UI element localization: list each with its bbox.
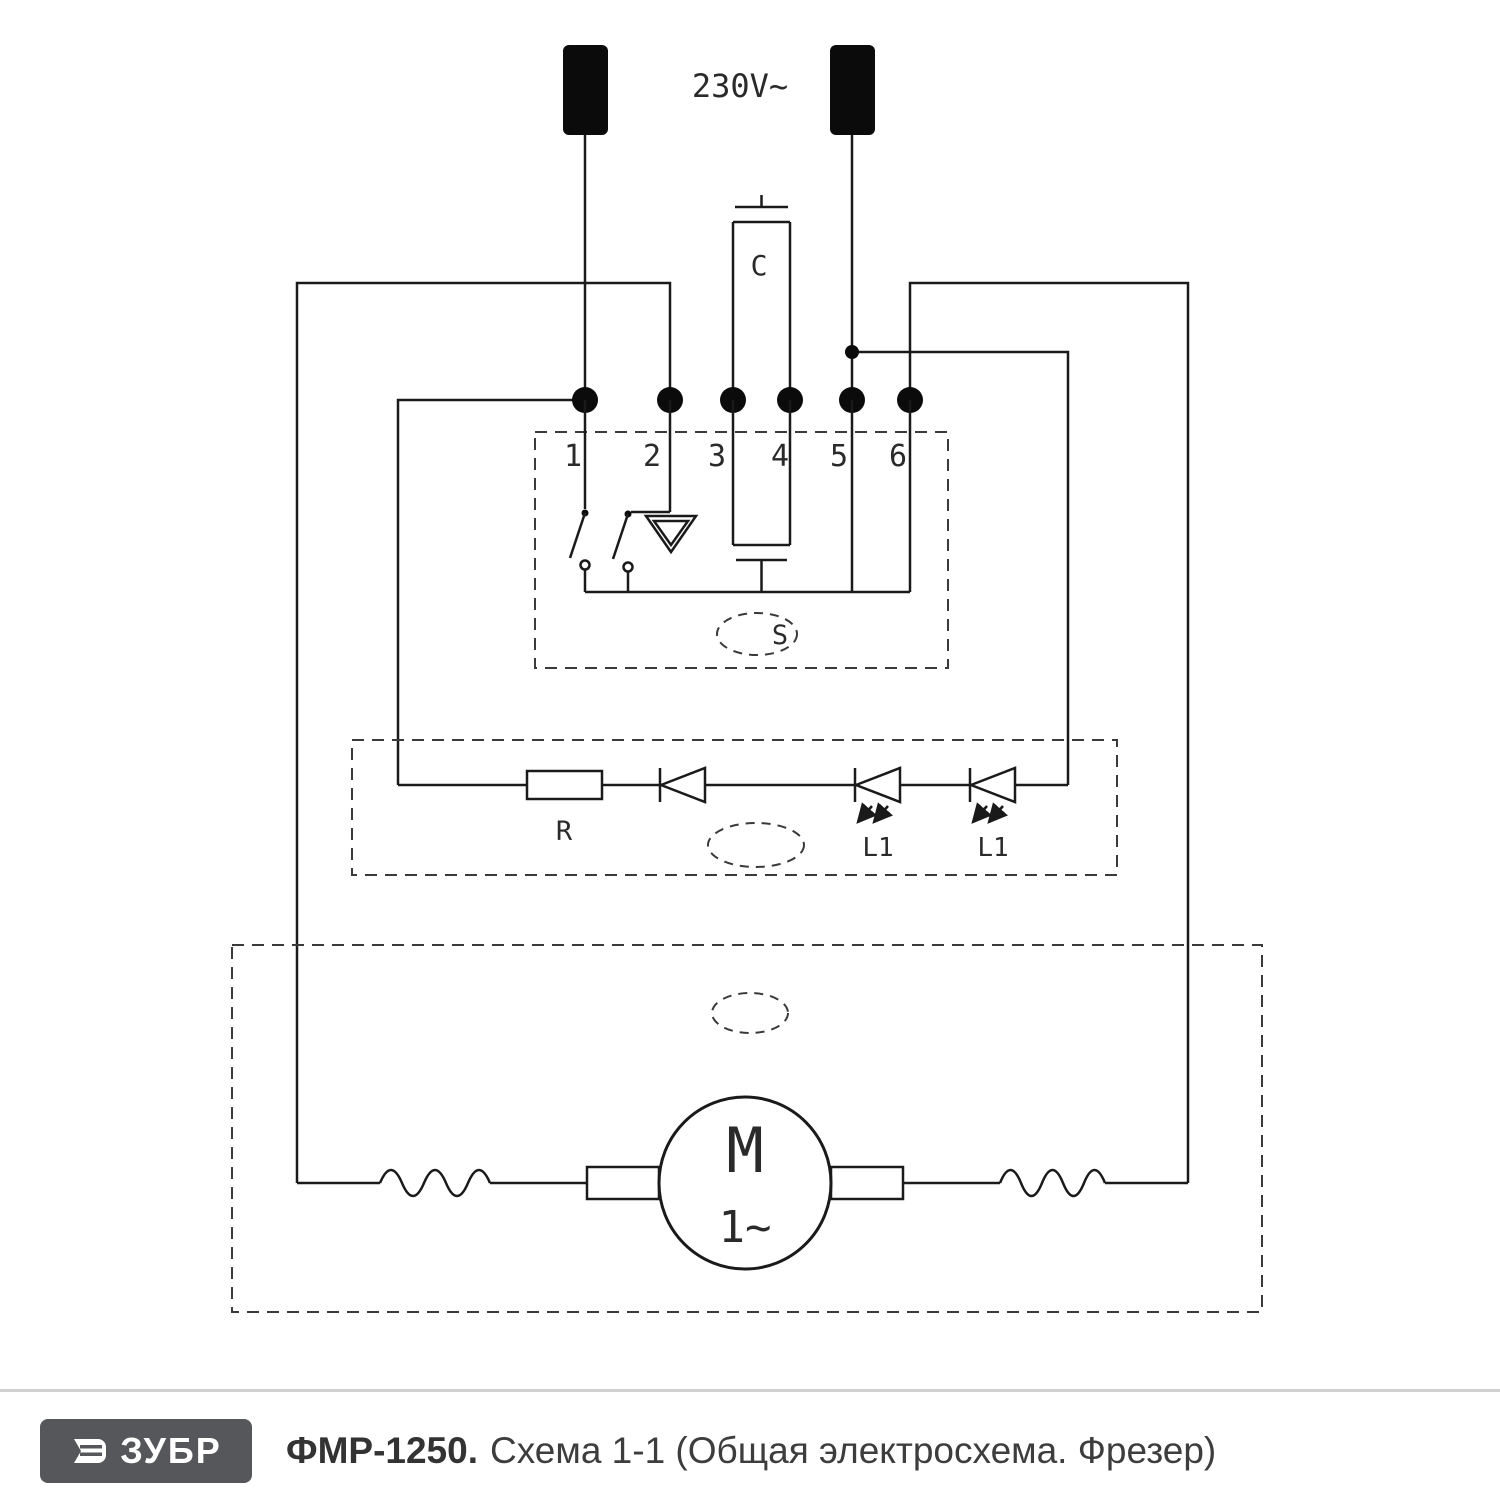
- schematic-subtitle: Схема 1-1 (Общая электросхема. Фрезер): [490, 1430, 1217, 1471]
- power-plug-right: [830, 45, 875, 135]
- brand-name: ЗУБР: [120, 1430, 222, 1471]
- switch-block-outline: [534, 431, 949, 669]
- supply-wires: [583, 135, 854, 400]
- led-ellipse: [707, 822, 805, 868]
- led-1: L1: [852, 766, 902, 863]
- switch-actuator-icon: [643, 514, 699, 555]
- terminal-label-1: 1: [564, 439, 582, 474]
- terminal-label-5: 5: [830, 439, 848, 474]
- switch-inner-capacitor: [731, 400, 792, 592]
- resistor-label: R: [556, 816, 573, 847]
- field-coil-right: [998, 1168, 1107, 1198]
- motor-phase-label: 1~: [719, 1202, 772, 1253]
- footer-separator: [0, 1389, 1500, 1392]
- right-rail: [908, 281, 1190, 1183]
- motor-label: M: [726, 1114, 763, 1187]
- led-feed-left: [396, 398, 585, 785]
- footer: ЗУБР ФМР-1250. Схема 1-1 (Общая электросх…: [0, 1402, 1500, 1500]
- left-rail: [295, 281, 672, 1183]
- terminal-label-2: 2: [643, 439, 661, 474]
- capacitor-c: C: [731, 195, 792, 400]
- circuit-diagram: 230V~ C: [231, 45, 1263, 1313]
- capacitor-label: C: [751, 249, 768, 282]
- terminal-label-3: 3: [708, 439, 726, 474]
- motor-block: M 1~: [231, 944, 1263, 1313]
- terminal-label-6: 6: [889, 439, 907, 474]
- schematic-title: ФМР-1250. Схема 1-1 (Общая электросхема. …: [286, 1430, 1216, 1472]
- terminal-dots: [572, 387, 923, 413]
- model-number: ФМР-1250.: [286, 1430, 478, 1471]
- switch-block-label: S: [772, 620, 788, 651]
- led-feed-right: [852, 350, 1070, 785]
- motor-ellipse: [711, 992, 789, 1034]
- led-block: R L1 L1: [351, 739, 1118, 876]
- voltage-label: 230V~: [692, 67, 788, 105]
- led-block-outline: [351, 739, 1118, 876]
- brush-right: [829, 1165, 905, 1201]
- power-plug-left: [563, 45, 608, 135]
- switch-block: 1 2 3 4 5 6: [534, 400, 949, 669]
- switch-contact-2: [611, 400, 699, 592]
- resistor-r: [525, 769, 604, 801]
- switch-ellipse: [716, 612, 798, 656]
- led-2-label: L1: [977, 833, 1008, 863]
- switch-contact-1: [568, 400, 591, 592]
- junction-dot: [845, 345, 859, 359]
- field-coil-left: [378, 1168, 492, 1198]
- diode: [657, 766, 707, 804]
- brush-left: [585, 1165, 661, 1201]
- led-1-label: L1: [862, 833, 893, 863]
- motor-block-outline: [231, 944, 1263, 1313]
- zubr-logo-icon: [74, 1439, 107, 1463]
- brand-logo: ЗУБР: [40, 1419, 252, 1483]
- terminal-label-4: 4: [771, 439, 789, 474]
- led-2: L1: [967, 766, 1017, 863]
